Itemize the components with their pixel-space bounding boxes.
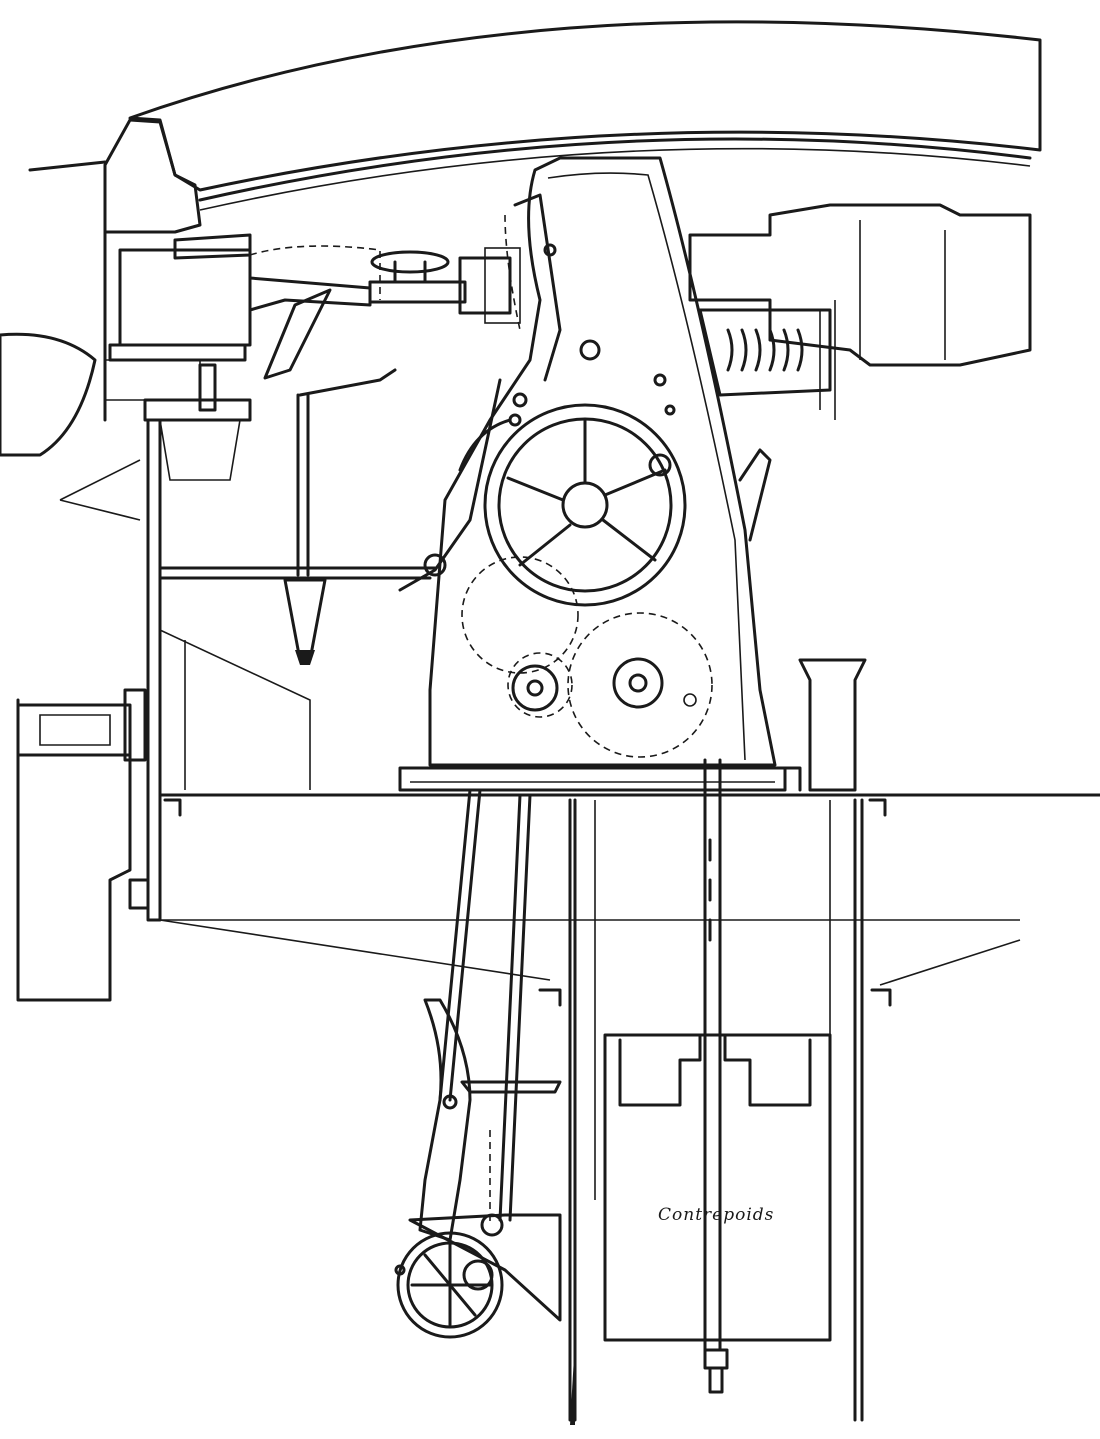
left-wall	[16, 398, 252, 1002]
elevating-handwheel	[483, 403, 687, 607]
lower-rods	[438, 788, 562, 1225]
gun-port	[104, 233, 381, 412]
floor-girder	[158, 629, 1100, 986]
firing-linkage	[158, 368, 772, 665]
external-rock	[0, 332, 97, 457]
lower-control-assembly	[394, 998, 562, 1339]
gun-barrel	[248, 247, 521, 380]
front-armour-block	[28, 118, 202, 422]
armoured-roof	[128, 20, 1042, 211]
counterweight-block: Contrepoids	[603, 1033, 832, 1342]
counterweight-shaft	[538, 798, 892, 1422]
recoil-mechanism	[688, 203, 1032, 420]
recoil-spring	[726, 328, 804, 372]
carriage-frame	[428, 156, 777, 767]
gear-train	[461, 556, 713, 758]
counterweight-label: Contrepoids	[658, 1205, 774, 1225]
carriage-base	[398, 658, 867, 792]
central-rod	[570, 758, 729, 1425]
